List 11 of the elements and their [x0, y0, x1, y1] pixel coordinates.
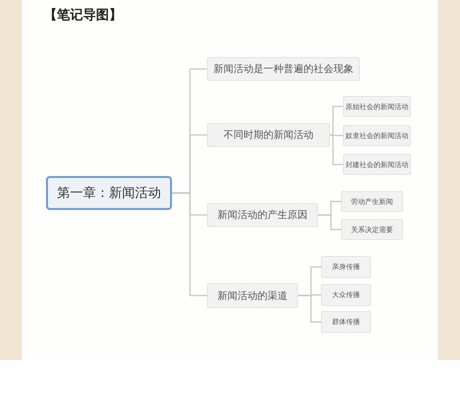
heading: 【笔记导图】 [44, 7, 122, 24]
branch-box: 新闻活动的产生原因 [207, 203, 318, 227]
topic-box: 第一章：新闻活动 [46, 176, 172, 210]
branch-box: 不同时期的新闻活动 [207, 123, 330, 147]
connector-line [330, 134, 343, 166]
branch-box: 新闻活动是一种普遍的社会现象 [207, 57, 360, 81]
branch-box: 新闻活动的渠道 [207, 283, 298, 308]
connector-line [298, 294, 321, 323]
connector-line [172, 192, 207, 296]
connector-line [318, 214, 341, 230]
connector-line [330, 106, 343, 136]
